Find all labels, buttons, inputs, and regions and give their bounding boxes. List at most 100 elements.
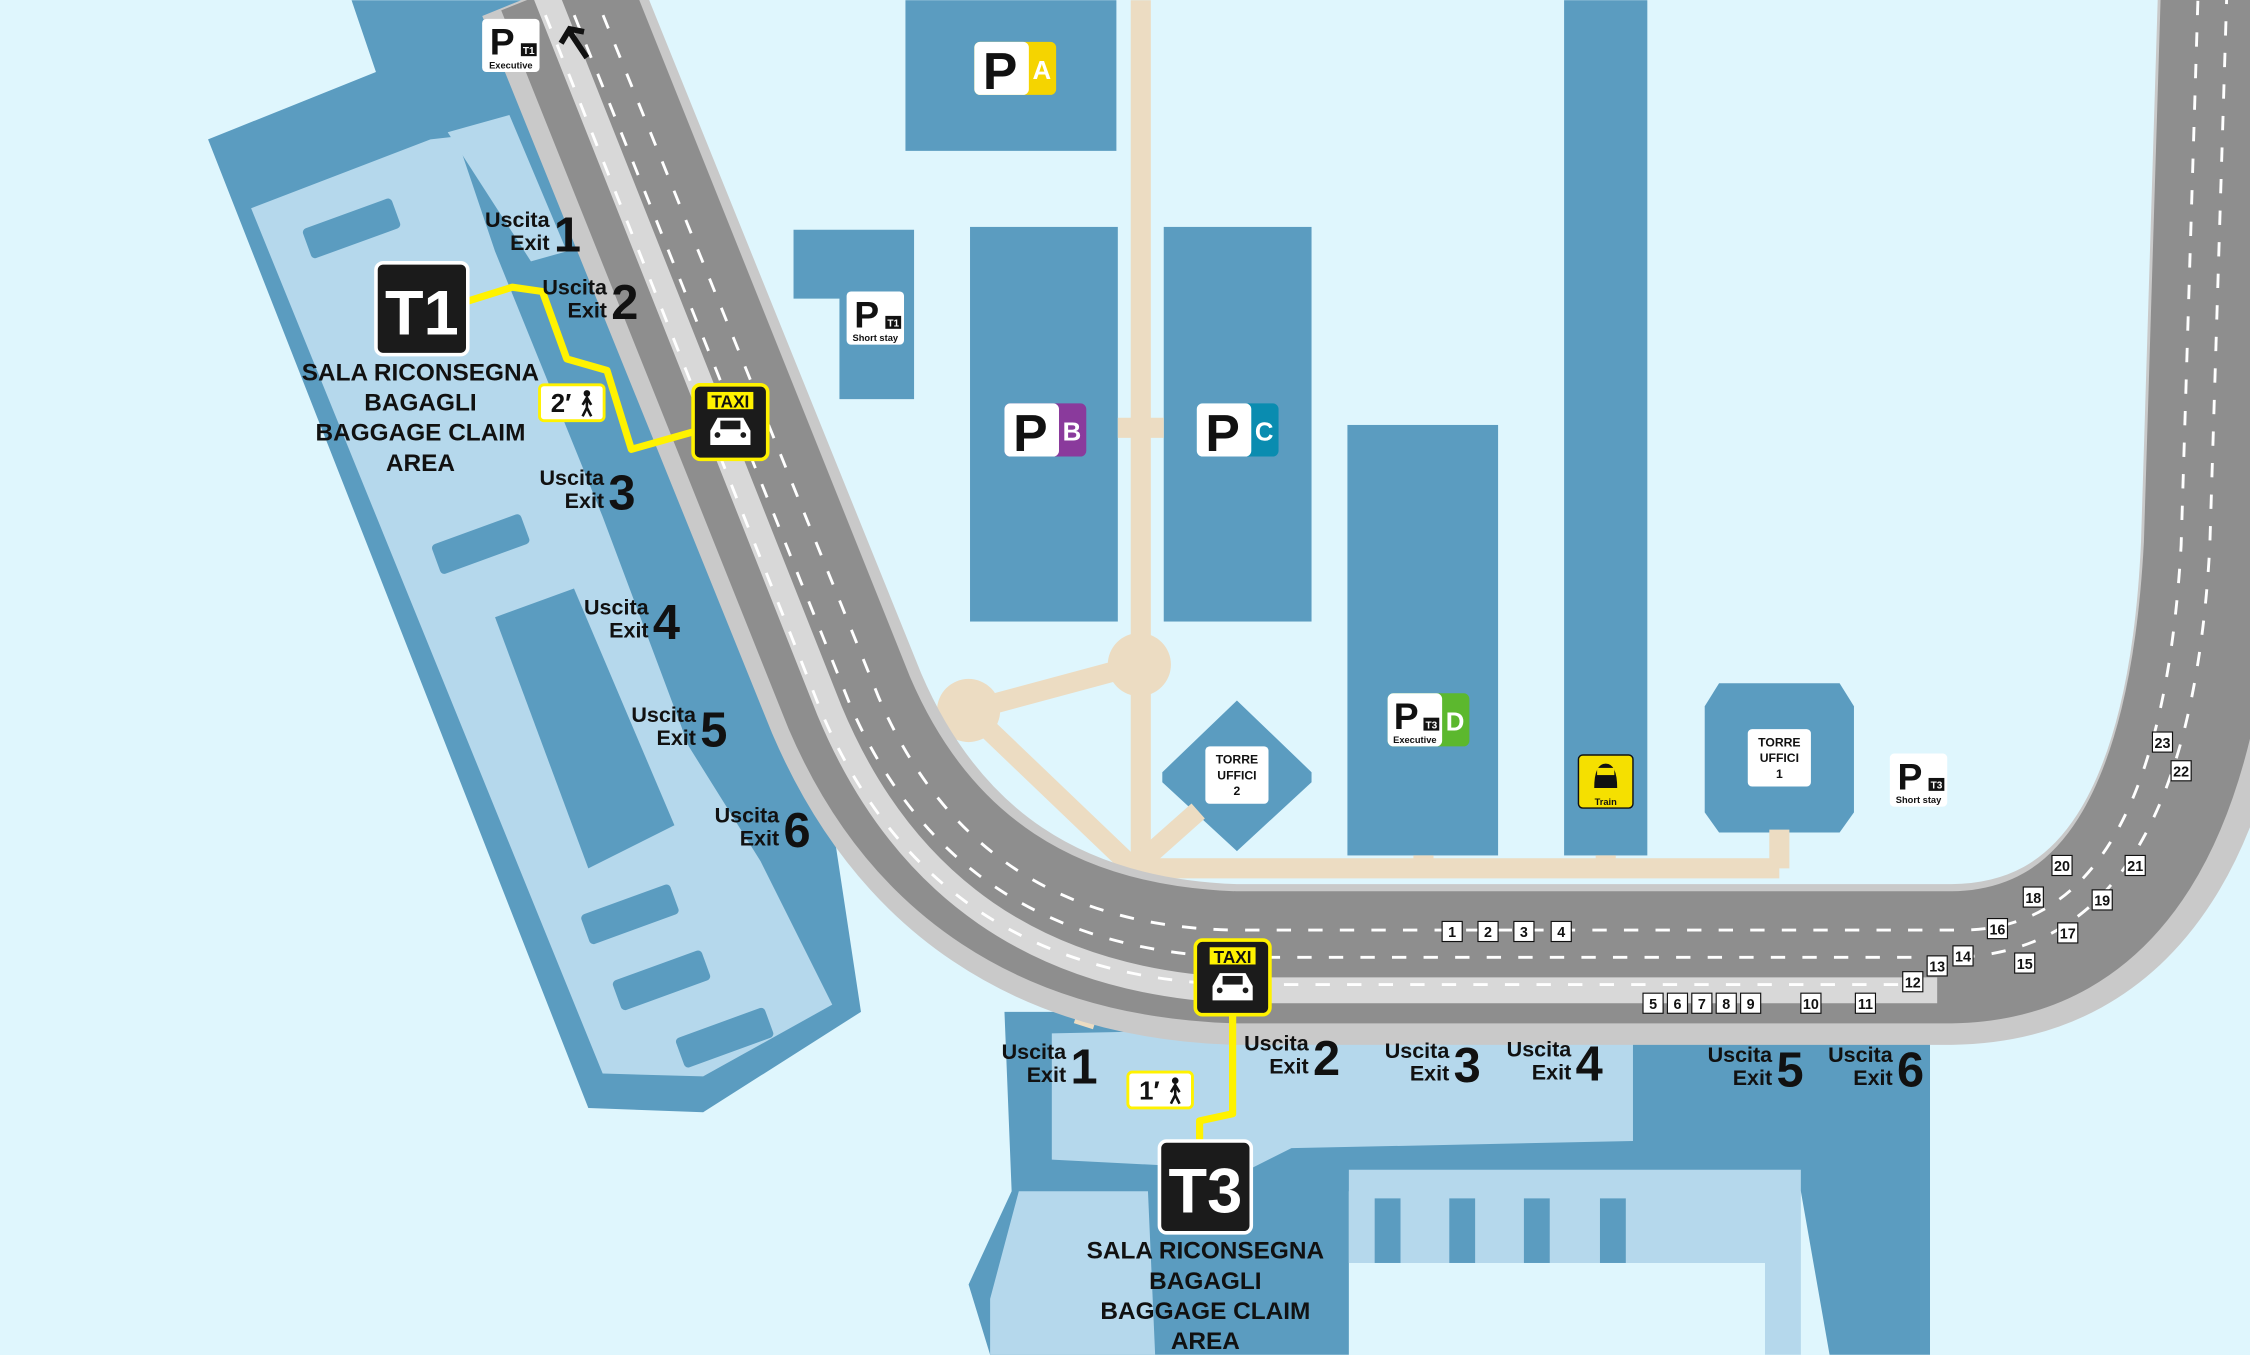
- exit-label-it: Uscita: [1507, 1037, 1573, 1061]
- parking-letter: A: [1032, 57, 1051, 85]
- stop-6: 6: [1666, 992, 1689, 1014]
- taxi-label-bg: [707, 391, 754, 410]
- parking-type: Executive: [1393, 735, 1436, 745]
- exit-number: 2: [1313, 1032, 1340, 1086]
- t3-walking-route: [1196, 1011, 1237, 1144]
- parking-terminal: T3: [1426, 720, 1438, 731]
- terminal-1-building: [208, 0, 861, 1113]
- parking-type: Short stay: [853, 333, 899, 343]
- exit-label-it: Uscita: [584, 595, 650, 619]
- terminal-badge: [1157, 1139, 1254, 1235]
- stop-number: 13: [1929, 960, 1945, 976]
- exit-label-en: Exit: [1733, 1066, 1772, 1090]
- exit-label-en: Exit: [565, 489, 604, 513]
- exit-label-en: Exit: [568, 298, 607, 322]
- stop-number: 1: [1448, 925, 1456, 941]
- stop-9: 9: [1740, 992, 1762, 1014]
- stop-number: 18: [2025, 891, 2041, 907]
- exit-label-it: Uscita: [631, 703, 697, 727]
- car-icon: [710, 417, 751, 446]
- parking-terminal-badge: [1928, 777, 1945, 791]
- taxi-rank-t1: TAXI: [691, 382, 770, 462]
- parking-terminal-badge: [520, 43, 537, 57]
- exit-number: 6: [1897, 1043, 1924, 1097]
- exit-label-en: Exit: [1027, 1063, 1066, 1087]
- exit-number: 5: [700, 703, 727, 757]
- parking-terminal-badge: [1423, 717, 1440, 731]
- stop-number: 5: [1649, 997, 1657, 1013]
- exit-number: 2: [611, 276, 638, 330]
- stop-23: 23: [2151, 731, 2174, 753]
- ring-road: [482, 0, 2250, 1045]
- tower-label: UFFICI: [1760, 751, 1799, 765]
- stop-number: 21: [2127, 859, 2143, 875]
- exit-number: 4: [1576, 1038, 1603, 1092]
- exit-label-en: Exit: [510, 231, 549, 255]
- train-station-sign: Train: [1577, 754, 1634, 809]
- exit-number: 3: [608, 467, 635, 521]
- tower-label: 2: [1234, 784, 1241, 798]
- parking-symbol: P: [1897, 755, 1922, 797]
- taxi-label-bg: [1209, 947, 1256, 965]
- stop-number: 10: [1803, 997, 1819, 1013]
- stop-number: 12: [1905, 975, 1921, 991]
- exit-label-it: Uscita: [1002, 1040, 1068, 1064]
- parking-symbol: P: [1394, 695, 1419, 737]
- exit-label-it: Uscita: [1708, 1043, 1774, 1067]
- exit-label-en: Exit: [1410, 1062, 1449, 1086]
- exit-number: 3: [1454, 1039, 1481, 1093]
- parking-letter: B: [1063, 419, 1082, 447]
- stop-13: 13: [1926, 955, 1948, 977]
- parking-type: Short stay: [1896, 795, 1942, 805]
- stop-21: 21: [2124, 854, 2146, 877]
- stop-number: 17: [2060, 927, 2076, 943]
- walk-time: 2′: [551, 390, 572, 418]
- baggage-claim-label: AREA: [1171, 1328, 1240, 1355]
- parking-terminal: T3: [1931, 781, 1943, 792]
- exit-number: 1: [554, 208, 581, 262]
- stop-number: 14: [1955, 950, 1971, 966]
- stop-17: 17: [2057, 922, 2079, 944]
- exit-label-en: Exit: [1269, 1055, 1308, 1079]
- stop-number: 9: [1747, 997, 1755, 1013]
- baggage-claim-label: SALA RICONSEGNA: [302, 359, 539, 386]
- exit-label-it: Uscita: [1385, 1039, 1451, 1063]
- stop-2: 2: [1477, 920, 1499, 943]
- walk-time: 1′: [1139, 1077, 1160, 1105]
- baggage-claim-label: BAGGAGE CLAIM: [1100, 1298, 1310, 1325]
- pedestrian-icon: [581, 390, 593, 417]
- walk-time-badge: [1126, 1070, 1194, 1110]
- exit-label-en: Exit: [1532, 1060, 1571, 1084]
- baggage-claim-label: SALA RICONSEGNA: [1087, 1238, 1324, 1265]
- train-icon: [1594, 763, 1618, 788]
- stop-number: 11: [1858, 997, 1873, 1013]
- exit-label-it: Uscita: [485, 208, 551, 232]
- stop-3: 3: [1513, 920, 1535, 943]
- stop-7: 7: [1691, 992, 1713, 1014]
- taxi-rank-t3: TAXI: [1193, 938, 1272, 1017]
- exit-number: 1: [1070, 1041, 1097, 1095]
- stop-22: 22: [2170, 760, 2192, 782]
- pedestrian-icon: [1169, 1077, 1181, 1105]
- exit-number: 5: [1776, 1043, 1803, 1097]
- parking-letter: C: [1255, 419, 1274, 447]
- stop-number: 4: [1557, 925, 1565, 941]
- tower-label: UFFICI: [1217, 768, 1256, 782]
